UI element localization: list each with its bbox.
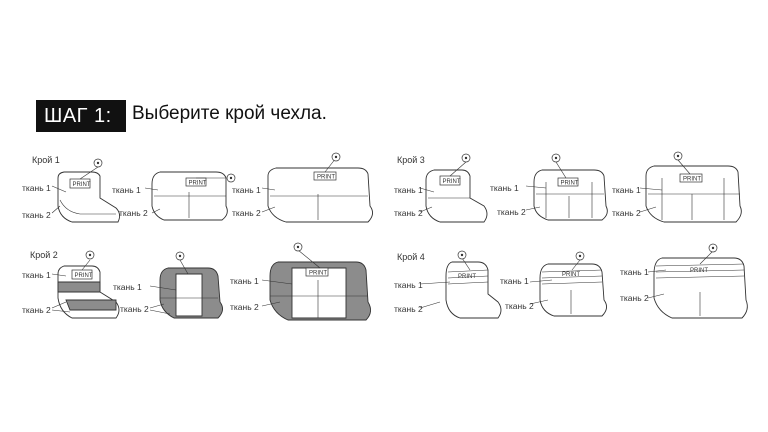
- fabric2-label: ткань 2: [505, 301, 534, 311]
- fabric1-label: ткань 1: [500, 276, 529, 286]
- fabric2-label: ткань 2: [497, 207, 526, 217]
- sofa-krой3-sofa: PRINT: [639, 151, 742, 223]
- fabric2-label: ткань 2: [232, 208, 261, 218]
- sofa-krой1-sofa: PRINT: [261, 152, 373, 223]
- fabric1-label: ткань 1: [394, 280, 423, 290]
- fabric1-label: ткань 1: [230, 276, 259, 286]
- fabric2-label: ткань 2: [612, 208, 641, 218]
- fabric2-label: ткань 2: [22, 305, 51, 315]
- group-label-1: Крой 1: [32, 155, 60, 165]
- fabric1-label: ткань 1: [113, 282, 142, 292]
- sofa-krой4-loveseat: PRINT: [529, 251, 607, 317]
- print-label: PRINT: [562, 272, 580, 278]
- print-label: PRINT: [458, 274, 476, 280]
- print-label: PRINT: [690, 268, 708, 274]
- print-label: PRINT: [443, 179, 461, 185]
- group-label-3: Крой 3: [397, 155, 425, 165]
- print-label: PRINT: [75, 273, 93, 279]
- fabric2-label: ткань 2: [230, 302, 259, 312]
- fabric2-label: ткань 2: [120, 304, 149, 314]
- print-label: PRINT: [73, 182, 91, 188]
- step-label: ШАГ 1:: [36, 100, 126, 132]
- fabric2-label: ткань 2: [22, 210, 51, 220]
- sofa-krой3-chair: PRINT: [419, 153, 488, 223]
- group-label-4: Крой 4: [397, 252, 425, 262]
- step-title: Выберите крой чехла.: [132, 103, 327, 124]
- sofa-krой4-sofa: PRINT: [647, 243, 748, 319]
- sofa-krой2-chair: PRINT: [51, 250, 120, 319]
- sofa-krой4-chair: PRINT: [419, 250, 502, 319]
- print-label: PRINT: [317, 175, 335, 181]
- sofa-krой3-loveseat: PRINT: [525, 153, 608, 221]
- fabric2-label: ткань 2: [394, 208, 423, 218]
- sofa-krой1-loveseat: PRINT: [144, 171, 236, 221]
- print-label: PRINT: [683, 177, 701, 183]
- fabric1-label: ткань 1: [394, 185, 423, 195]
- fabric2-label: ткань 2: [119, 208, 148, 218]
- group-label-2: Крой 2: [30, 250, 58, 260]
- fabric1-label: ткань 1: [232, 185, 261, 195]
- print-label: PRINT: [561, 181, 579, 187]
- fabric1-label: ткань 1: [490, 183, 519, 193]
- sofa-krой2-sofa: PRINT: [261, 242, 371, 321]
- sofa-krой1-chair: PRINT: [51, 158, 121, 223]
- fabric1-label: ткань 1: [612, 185, 641, 195]
- sofa-krой2-loveseat: [149, 251, 223, 319]
- fabric1-label: ткань 1: [620, 267, 649, 277]
- fabric1-label: ткань 1: [22, 183, 51, 193]
- print-label: PRINT: [189, 181, 207, 187]
- fabric1-label: ткань 1: [22, 270, 51, 280]
- fabric2-label: ткань 2: [394, 304, 423, 314]
- fabric1-label: ткань 1: [112, 185, 141, 195]
- fabric2-label: ткань 2: [620, 293, 649, 303]
- print-label: PRINT: [309, 271, 327, 277]
